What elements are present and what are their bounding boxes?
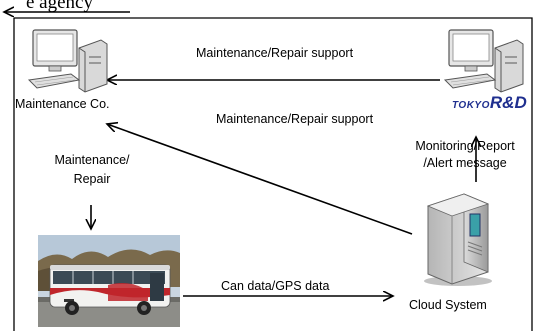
server-tower-icon	[424, 193, 492, 286]
outer-frame	[13, 17, 533, 331]
edge-label-can-gps: Can data/GPS data	[221, 279, 330, 293]
cloud-system-label: Cloud System	[409, 298, 487, 312]
tokyo-rd-logo: TOKYOR&D	[452, 93, 527, 113]
maintenance-repair-line1: Maintenance/	[54, 153, 130, 167]
maintenance-co-label: Maintenance Co.	[15, 97, 110, 111]
edge-label-support-top: Maintenance/Repair support	[196, 46, 354, 60]
edge-label-support-diagonal: Maintenance/Repair support	[216, 112, 374, 126]
tokyo-rd-logo-main: R&D	[489, 93, 527, 112]
monitoring-line1: Monitoring/Report	[415, 139, 515, 153]
monitoring-line2: /Alert message	[423, 156, 507, 170]
edge-label-monitoring: Monitoring/Report /Alert message	[398, 139, 532, 170]
edge-label-maintenance-repair: Maintenance/ Repair	[40, 153, 144, 186]
desktop-computer-icon	[443, 29, 524, 93]
desktop-computer-icon	[27, 29, 108, 93]
arrow-cloud-to-maintenance	[107, 124, 413, 235]
bus-photo	[38, 235, 180, 327]
maintenance-repair-line2: Repair	[73, 172, 111, 186]
tokyo-rd-logo-prefix: TOKYO	[452, 100, 490, 111]
top-partial-label: e agency	[26, 0, 93, 13]
